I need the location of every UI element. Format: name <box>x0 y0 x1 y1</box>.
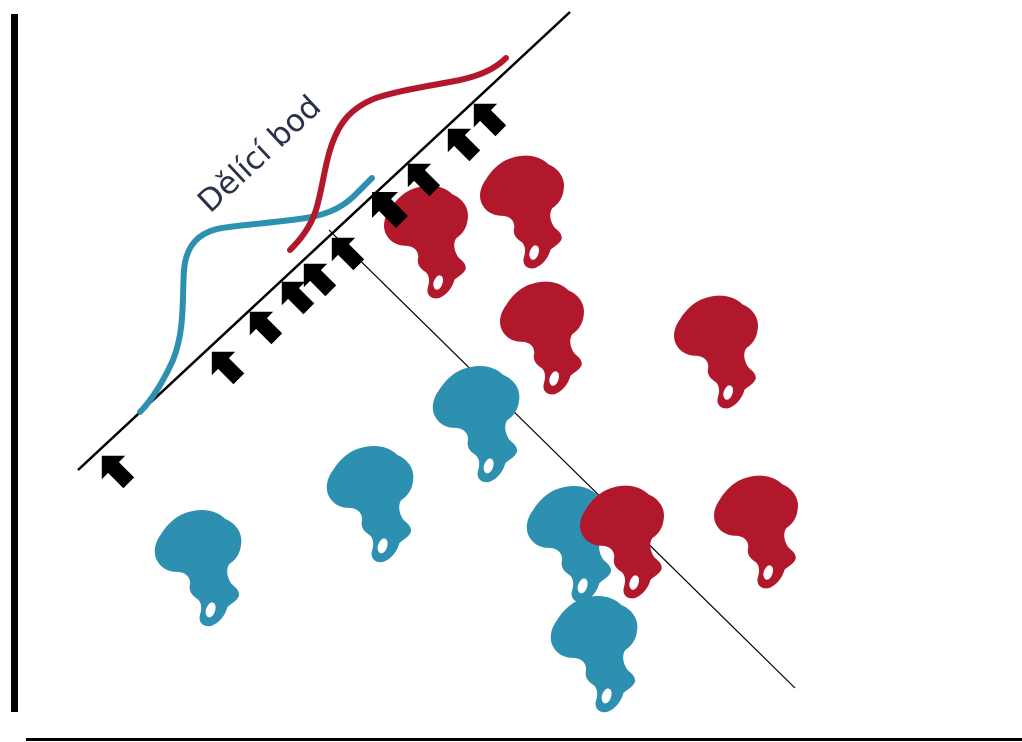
arrow-up-left-icon <box>303 263 337 297</box>
pelvis-bone-icon <box>154 509 242 627</box>
group-a-bones <box>154 365 638 713</box>
group-b-bones <box>384 155 798 599</box>
x-axis <box>26 738 1022 741</box>
arrow-markers <box>101 103 507 489</box>
boundary-label: Dělící bod <box>191 88 328 219</box>
arrow-up-left-icon <box>473 103 507 137</box>
arrow-up-left-icon <box>447 128 481 162</box>
pelvis-bone-icon <box>432 365 520 483</box>
blue-curve <box>137 175 375 415</box>
arrow-up-left-icon <box>101 455 135 489</box>
pelvis-bone-icon <box>480 155 564 269</box>
pelvis-bone-icon <box>674 295 758 409</box>
pelvis-bone-icon <box>384 185 468 299</box>
pelvis-bone-icon <box>326 445 414 563</box>
pelvis-bone-icon <box>550 595 638 713</box>
decision-boundary-line <box>77 11 571 471</box>
arrow-up-left-icon <box>281 281 315 315</box>
arrow-up-left-icon <box>211 351 245 385</box>
red-curve <box>287 55 509 253</box>
pelvis-bone-icon <box>714 475 798 589</box>
arrow-up-left-icon <box>331 237 365 271</box>
pelvis-bone-icon <box>500 281 584 395</box>
perpendicular-line <box>328 229 796 689</box>
arrow-up-left-icon <box>249 311 283 345</box>
y-axis <box>11 14 18 712</box>
